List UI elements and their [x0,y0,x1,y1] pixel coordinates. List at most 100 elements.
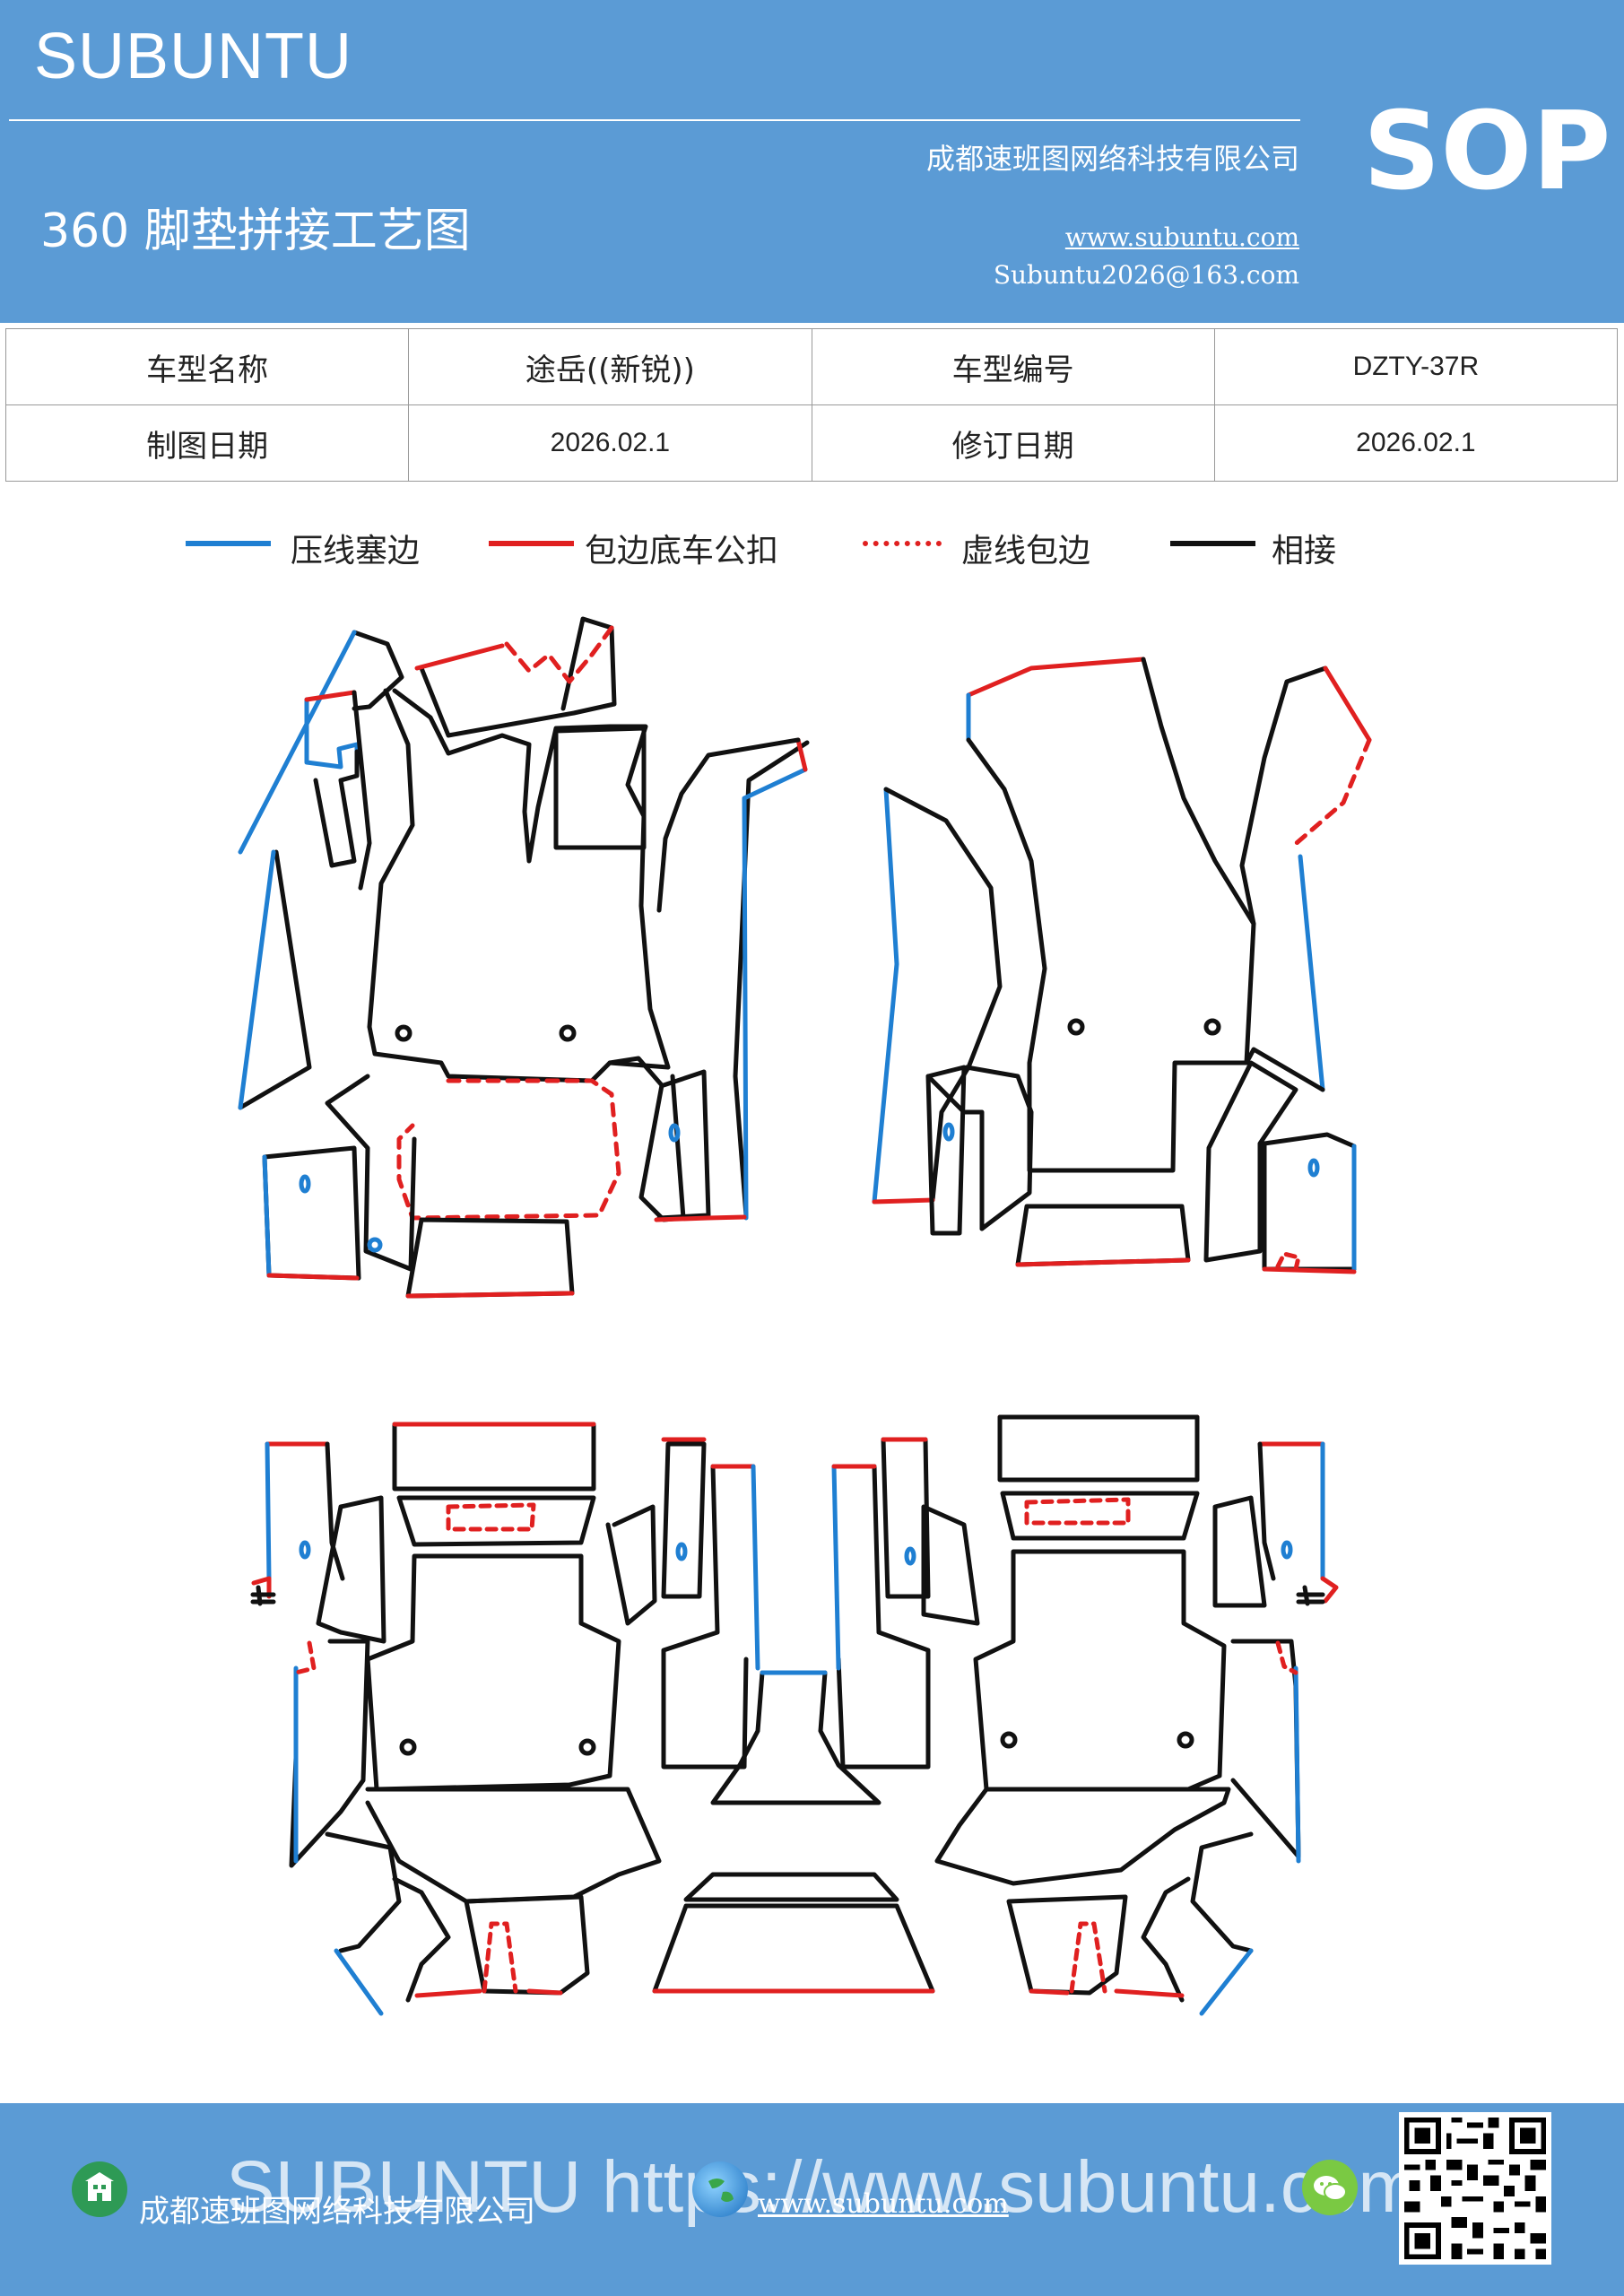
mat-piece [396,1078,621,1221]
mat-piece [661,1441,707,1599]
mat-piece [1024,1497,1131,1526]
clip-hole [1067,1018,1085,1036]
mat-piece [392,1422,596,1492]
header-divider [9,119,1300,121]
legend-swatch-blue [186,541,271,546]
mat-piece [872,787,899,1205]
mat-piece [1006,1894,1128,1996]
mat-front-right [872,657,1372,1274]
mat-piece [334,1948,384,2016]
mat-piece [1275,1251,1301,1272]
company-name: 成都速班图网络科技有限公司 [925,142,1299,176]
footer-company: 成都速班图网络科技有限公司 [139,2194,535,2230]
globe-icon [692,2161,748,2217]
mat-piece [973,1549,1227,1792]
clip-hole [1203,1018,1221,1036]
mat-piece [414,643,505,671]
legend-swatch-red [489,541,574,546]
table-row: 制图日期 2026.02.1 修订日期 2026.02.1 [4,404,1619,482]
mat-piece [1320,1576,1339,1604]
mat-piece [419,616,617,738]
mat-piece [1212,1495,1267,1608]
mat-piece [921,1504,980,1626]
brand-name: SUBUNTU [34,21,353,92]
qr-code[interactable] [1399,2112,1551,2265]
mat-piece [325,1074,417,1272]
mat-piece [742,767,808,1221]
mat-piece [262,1154,272,1278]
mat-piece [1000,1491,1200,1541]
clip-hole [668,1123,681,1143]
wechat-icon[interactable] [1302,2160,1358,2215]
mat-piece [733,740,810,1218]
model-code-value: DZTY-37R [1213,328,1619,405]
clip-hole [395,1024,413,1042]
clip-hole [1281,1540,1293,1560]
legend-swatch-black [1170,541,1255,546]
mat-piece [1190,1831,1254,1953]
mat-piece [751,1464,760,1671]
model-code-label: 车型编号 [811,328,1215,405]
legend-label: 相接 [1272,533,1337,570]
draw-date-label: 制图日期 [4,404,410,482]
clip-hole [559,1024,577,1042]
mat-piece [1199,1948,1254,2016]
mat-piece [872,1197,935,1205]
clip-hole [299,1540,311,1560]
website-link[interactable]: www.subuntu.com [1064,222,1299,252]
mat-piece [966,657,1256,1173]
mat-piece [654,1215,711,1222]
mat-piece [1293,1665,1301,1864]
legend-label: 虚线包边 [961,533,1091,570]
mat-piece [504,625,614,684]
mat-piece [1141,1876,1191,2003]
contact-email[interactable]: Subuntu2026@163.com [993,260,1299,290]
footer-website-link[interactable]: www.subuntu.com [758,2188,1009,2220]
clip-hole [578,1738,596,1756]
clip-hole [1177,1731,1194,1749]
mat-piece [925,1074,985,1231]
mat-piece [1296,1585,1325,1606]
document-title: 360 脚垫拼接工艺图 [40,204,471,258]
mat-piece [262,1145,361,1281]
building-icon [72,2161,127,2217]
mat-piece [250,1585,276,1606]
legend-item-dotted-binding: 虚线包边 [863,525,1132,570]
clip-hole [367,1237,383,1253]
mat-piece [304,690,357,702]
mat-piece [405,1217,575,1299]
mat-piece [1015,1257,1191,1267]
vehicle-info-table: 车型名称 途岳((新锐)) 车型编号 DZTY-37R 制图日期 2026.02… [4,328,1619,482]
mat-piece [706,1214,747,1221]
clip-hole [399,1738,417,1756]
mat-piece [352,630,404,711]
mat-front-left [238,616,810,1299]
mat-piece [1289,737,1372,850]
table-row: 车型名称 途岳((新锐)) 车型编号 DZTY-37R [4,328,1619,405]
mat-piece [795,737,808,772]
mat-piece [964,1065,1034,1231]
clip-hole [904,1546,916,1566]
sop-badge: SOP [1363,90,1611,214]
mat-piece [289,1639,370,1868]
mat-piece [367,688,671,1083]
mat-piece [352,690,372,891]
mat-piece [1015,1204,1191,1267]
clip-hole [1000,1731,1018,1749]
mat-piece [238,849,276,1110]
mat-piece [605,1504,657,1626]
clip-hole [299,1174,311,1194]
header-banner: SUBUNTU SOP 360 脚垫拼接工艺图 成都速班图网络科技有限公司 ww… [0,0,1624,323]
mat-piece [925,1065,967,1236]
mat-piece [553,726,647,850]
clip-hole [675,1542,688,1561]
mat-piece [265,1441,272,1581]
legend-swatch-red-dotted [863,541,942,546]
legend-item-binding: 包边底车公扣 [489,525,812,570]
mat-piece [1262,1266,1357,1274]
mat-piece [365,1553,621,1792]
mat-piece [251,1576,272,1599]
mat-piece [683,1872,899,1902]
legend-label: 压线塞边 [291,533,421,570]
mat-piece [1230,1639,1301,1859]
